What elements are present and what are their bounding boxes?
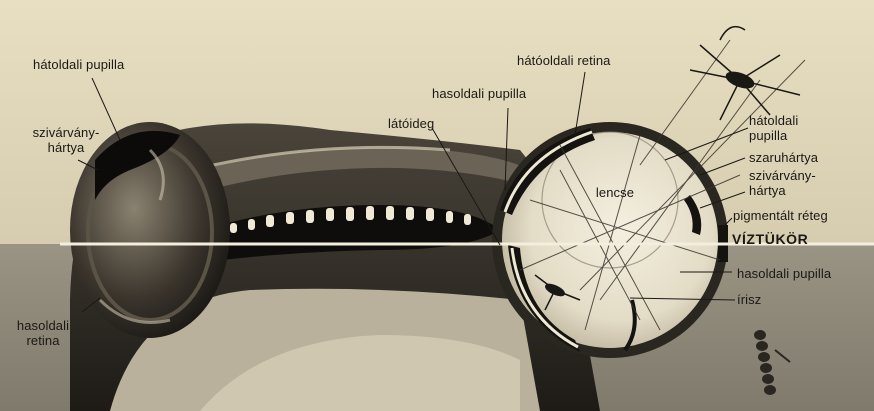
label-hasoldali-pupilla-top: hasoldali pupilla [432, 86, 526, 101]
label-szivarvanyhartya-right: szivárvány- hártya [749, 168, 816, 198]
label-lencse: lencse [585, 185, 645, 200]
label-hasoldali-retina-line1: hasoldali [4, 318, 82, 333]
label-hatoldali-pupilla-left: hátoldali pupilla [33, 57, 124, 72]
label-szivarvany-left-line1: szivárvány- [10, 125, 122, 140]
label-hasoldali-pupilla-right: hasoldali pupilla [737, 266, 831, 281]
label-irisz: írisz [737, 292, 761, 307]
label-szivarvanyhartya-left: szivárvány- hártya [10, 125, 122, 155]
label-latoideg: látóideg [388, 116, 434, 131]
label-szivarvany-right-line2: hártya [749, 183, 816, 198]
label-szaruhartya: szaruhártya [749, 150, 818, 165]
label-hasoldali-retina-line2: retina [4, 333, 82, 348]
label-hatoldali-pupilla-right: hátoldali pupilla [749, 113, 798, 143]
label-viztukor: VÍZTÜKÖR [732, 232, 808, 247]
label-szivarvany-left-line2: hártya [10, 140, 122, 155]
label-hatoldali-right-line1: hátoldali [749, 113, 798, 128]
label-pigmentalt-reteg: pigmentált réteg [733, 208, 828, 223]
label-szivarvany-right-line1: szivárvány- [749, 168, 816, 183]
label-hasoldali-retina: hasoldali retina [4, 318, 82, 348]
label-hatoldali-right-line2: pupilla [749, 128, 798, 143]
label-hatooldali-retina: hátóoldali retina [517, 53, 611, 68]
